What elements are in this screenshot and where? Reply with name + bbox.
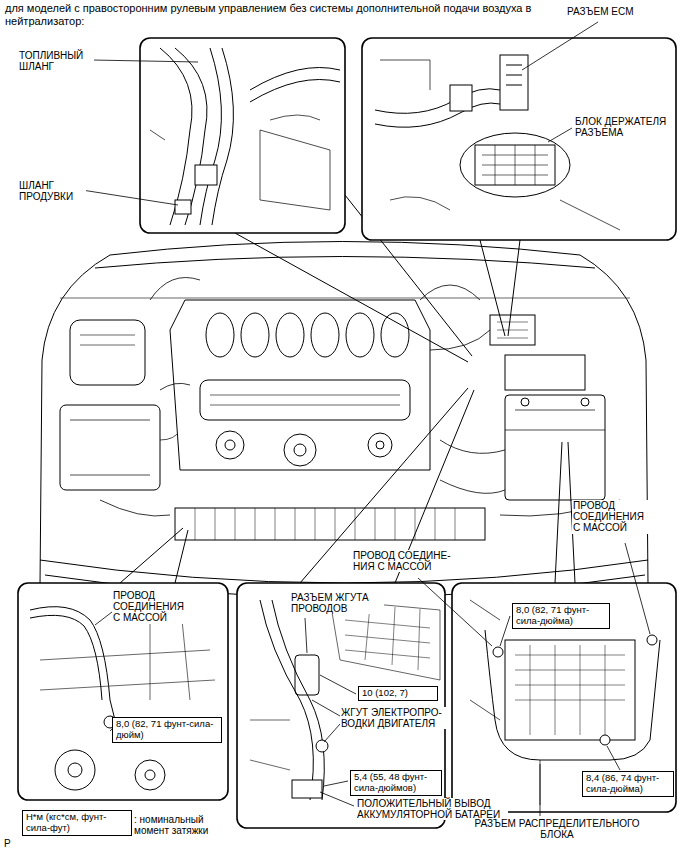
part-label: ТОПЛИВНЫЙ ШЛАНГ xyxy=(18,50,94,72)
engine-bay xyxy=(40,242,648,598)
leader-lines xyxy=(82,22,650,816)
torque-box: 5,4 (55, 48 фунт-сила-дюймов) xyxy=(350,770,442,796)
detail-insets xyxy=(18,38,676,828)
torque-box: 8,4 (86, 74 фунт-сила-дюйма) xyxy=(582,771,674,797)
part-label: : номинальный момент затяжки xyxy=(133,814,231,836)
part-label: ПРОВОД СОЕДИНЕНИЯ С МАССОЙ xyxy=(112,590,186,624)
view-pointer-lines xyxy=(120,195,575,583)
torque-value: Н*м (кгс*см, фунт-сила-фут) xyxy=(26,812,128,834)
part-label: ШЛАНГ ПРОДУВКИ xyxy=(18,180,86,202)
torque-box: Н*м (кгс*см, фунт-сила-фут) xyxy=(22,810,132,836)
torque-value: 8,0 (82, 71 фунт-сила-дюйма) xyxy=(516,605,606,627)
diagram-title: для моделей с правосторонним рулевым упр… xyxy=(5,2,533,28)
torque-box: 8,0 (82, 71 фунт-сила-дюйма) xyxy=(512,603,610,629)
part-label: РАЗЪЕМ ECM xyxy=(566,6,658,17)
inset-ground-wire-left xyxy=(30,600,215,790)
part-label: БЛОК ДЕРЖАТЕЛЯ РАЗЪЕМА xyxy=(574,116,674,138)
part-label: P xyxy=(3,838,19,849)
part-label: ПРОВОД СОЕДИНЕНИЯ С МАССОЙ xyxy=(572,500,654,534)
torque-value: 5,4 (55, 48 фунт-сила-дюймов) xyxy=(354,772,438,794)
part-label: РАЗЪЕМ РАСПРЕДЕЛИТЕЛЬНОГО БЛОКА xyxy=(466,818,648,840)
torque-box: 10 (102, 7) xyxy=(358,686,438,701)
part-label: ПРОВОД СОЕДИНЕ- НИЯ С МАССОЙ xyxy=(352,550,454,572)
torque-value: 10 (102, 7) xyxy=(362,688,434,699)
part-label: РАЗЪЕМ ЖГУТА ПРОВОДОВ xyxy=(290,592,384,614)
torque-value: 8,4 (86, 74 фунт-сила-дюйма) xyxy=(586,773,670,795)
part-label: ЖГУТ ЭЛЕКТРОПРО- ВОДКИ ДВИГАТЕЛЯ xyxy=(340,707,446,729)
torque-value: 8,0 (82, 71 фунт-сила-дюйм) xyxy=(116,719,218,741)
inset-fuel-hoses xyxy=(150,48,340,225)
torque-box: 8,0 (82, 71 фунт-сила-дюйм) xyxy=(112,717,222,743)
inset-ecm xyxy=(375,55,620,230)
